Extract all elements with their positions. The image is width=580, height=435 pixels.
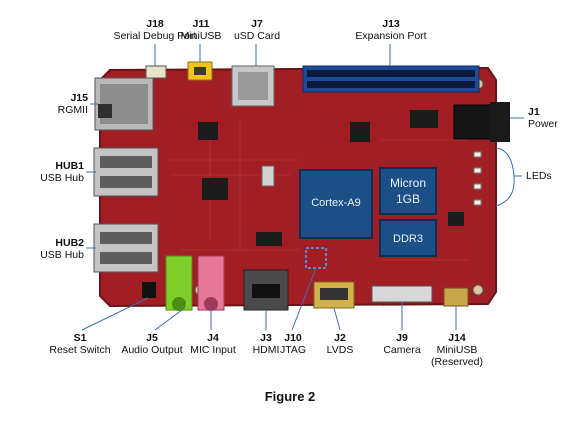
label-j7: J7 uSD Card: [226, 18, 288, 42]
j9-name: Camera: [383, 344, 421, 356]
hub2-id: HUB2: [55, 237, 84, 249]
j14-id: J14: [448, 332, 466, 344]
ddr-label: DDR3: [393, 233, 423, 245]
label-j5: J5 Audio Output: [116, 332, 188, 356]
label-j15: J15 RGMII: [40, 92, 88, 116]
serial-port: [145, 65, 167, 79]
led: [473, 151, 482, 158]
memory-brand-label: Micron: [389, 176, 426, 190]
j10-name: JTAG: [279, 344, 307, 356]
label-j4: J4 MIC Input: [186, 332, 240, 356]
j14-name: MiniUSB: [436, 344, 478, 356]
j7-id: J7: [251, 18, 263, 30]
j13-id: J13: [382, 18, 400, 30]
label-j14: J14 MiniUSB (Reserved): [428, 332, 486, 368]
j5-name: Audio Output: [121, 344, 183, 356]
label-hub1: HUB1 USB Hub: [30, 160, 84, 184]
usb-hub1: [93, 147, 159, 197]
j3-name: HDMI: [252, 344, 280, 356]
j13-name: Expansion Port: [355, 30, 427, 42]
label-j2: J2 LVDS: [322, 332, 358, 356]
ic-chip: [448, 212, 464, 226]
j4-name: MIC Input: [190, 344, 236, 356]
j5-id: J5: [146, 332, 158, 344]
camera-connector: [371, 285, 433, 303]
label-j3: J3 HDMI: [246, 332, 286, 356]
hub1-id: HUB1: [55, 160, 84, 172]
label-j11: J11 MiniUSB: [176, 18, 226, 42]
memory-chip-bottom: [379, 219, 437, 257]
s1-id: S1: [73, 332, 87, 344]
miniusb-j14: [443, 287, 469, 307]
label-hub2: HUB2 USB Hub: [30, 237, 84, 261]
cpu-chip: [299, 169, 373, 239]
j14-note: (Reserved): [431, 356, 483, 368]
label-j10: J10 JTAG: [276, 332, 310, 356]
label-s1: S1 Reset Switch: [40, 332, 120, 356]
figure-caption: Figure 2: [264, 389, 316, 404]
label-j18: J18 Serial Debug Port: [100, 18, 210, 42]
j7-name: uSD Card: [233, 30, 281, 42]
j2-id: J2: [334, 332, 346, 344]
led: [473, 183, 482, 190]
mount-hole: [472, 284, 484, 296]
j2-name: LVDS: [326, 344, 354, 356]
j9-id: J9: [396, 332, 408, 344]
j15-name: RGMII: [57, 104, 88, 116]
hub2-name: USB Hub: [40, 249, 84, 261]
ic-chip: [350, 122, 370, 142]
crystal: [261, 165, 275, 187]
ic-chip: [256, 232, 282, 246]
j4-id: J4: [207, 332, 219, 344]
memory-size-label: 1GB: [395, 192, 420, 206]
j1-name: Power: [528, 118, 558, 130]
j10-id: J10: [284, 332, 302, 344]
j11-name: MiniUSB: [180, 30, 222, 42]
j1-id: J1: [528, 106, 540, 118]
label-j1: J1 Power: [528, 106, 572, 130]
j3-id: J3: [260, 332, 272, 344]
ic-chip: [202, 178, 228, 200]
j15-id: J15: [70, 92, 88, 104]
reset-switch: [142, 282, 156, 298]
cpu-label: Cortex-A9: [311, 197, 361, 209]
label-j9: J9 Camera: [378, 332, 426, 356]
label-leds: LEDs: [526, 170, 566, 182]
led: [473, 199, 482, 206]
ic-chip: [198, 122, 218, 140]
leds-name: LEDs: [526, 170, 552, 182]
hub1-name: USB Hub: [40, 172, 84, 184]
led: [473, 167, 482, 174]
label-j13: J13 Expansion Port: [346, 18, 436, 42]
expansion-header: [302, 65, 480, 93]
usb-hub2: [93, 223, 159, 273]
ic-chip: [410, 110, 438, 128]
j18-name: Serial Debug Port: [113, 30, 197, 42]
s1-name: Reset Switch: [49, 344, 111, 356]
memory-chip-top: [379, 167, 437, 215]
j11-id: J11: [192, 18, 210, 30]
j18-id: J18: [146, 18, 164, 30]
